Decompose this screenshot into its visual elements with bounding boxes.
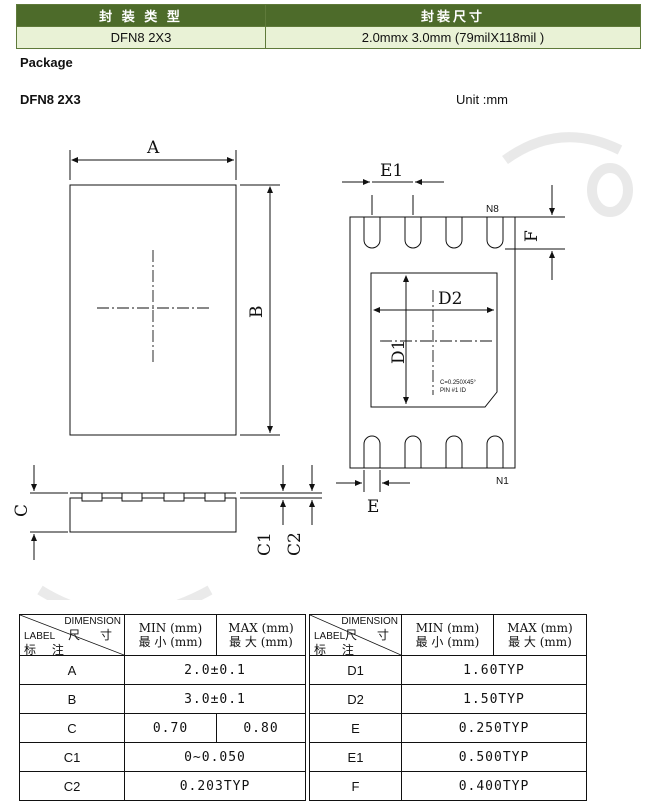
side-view (30, 465, 322, 560)
table-row: C2 0.203TYP (19, 771, 306, 801)
min-header: MIN (mm)最 小 (mm) (401, 614, 494, 656)
dim-D2-label: D2 (438, 289, 462, 309)
max-header: MAX (mm)最 大 (mm) (493, 614, 587, 656)
package-type-value: DFN8 2X3 (16, 26, 266, 49)
pad-top-3 (445, 217, 463, 249)
package-name: DFN8 2X3 (20, 92, 81, 107)
chamfer-note: C=0.250X45° (440, 380, 477, 386)
table-corner-left: DIMENSION 尺 寸 LABEL 标 注 (19, 614, 125, 657)
table-row: F 0.400TYP (309, 771, 587, 801)
package-type-header: 封 装 类 型 (16, 4, 266, 27)
pin-N8-label: N8 (486, 204, 499, 215)
bottom-view (336, 179, 565, 492)
package-info-table: 封 装 类 型 封装尺寸 DFN8 2X3 2.0mmx 3.0mm (79mi… (16, 4, 641, 49)
pad-top-4 (486, 217, 504, 249)
dim-A-label: A (146, 138, 160, 158)
dim-E1-label: E1 (380, 161, 403, 181)
dim-B-label: B (247, 306, 267, 319)
label-cn: 标 注 (24, 643, 70, 657)
watermark-logo (37, 132, 633, 600)
pad-bottom-1 (363, 435, 381, 468)
pin-N1-label: N1 (496, 476, 509, 487)
table-row: D1 1.60TYP (309, 655, 587, 685)
table-row: C 0.70 0.80 (19, 713, 306, 743)
dim-C1-label: C1 (255, 532, 275, 556)
dim-F-label: F (522, 230, 542, 242)
exposed-pad (370, 272, 498, 408)
table-row: D2 1.50TYP (309, 684, 587, 714)
pad-bottom-3 (445, 435, 463, 468)
label-en: LABEL (24, 631, 56, 642)
dim-C2-label: C2 (285, 532, 305, 556)
dimension-cn: 尺 寸 (68, 628, 120, 642)
dim-D1-label: D1 (389, 340, 409, 364)
max-header: MAX (mm)最 大 (mm) (216, 614, 306, 656)
bottom-view-body (349, 216, 516, 469)
unit-label: Unit :mm (456, 92, 508, 107)
pad-top-1 (363, 217, 381, 249)
pad-bottom-4 (486, 435, 504, 468)
min-header: MIN (mm)最 小 (mm) (124, 614, 217, 656)
top-view (69, 150, 280, 436)
side-view-body (69, 497, 237, 533)
dimension-table-left: DIMENSION 尺 寸 LABEL 标 注 MIN (mm)最 小 (mm)… (19, 614, 306, 801)
dim-C-label: C (12, 504, 32, 517)
dimension-table-right: DIMENSION 尺 寸 LABEL 标 注 MIN (mm)最 小 (mm)… (309, 614, 587, 801)
table-row: E 0.250TYP (309, 713, 587, 743)
table-row: E1 0.500TYP (309, 742, 587, 772)
table-row: C1 0~0.050 (19, 742, 306, 772)
package-size-header: 封装尺寸 (265, 4, 641, 27)
section-label: Package (20, 55, 73, 70)
top-view-body (69, 184, 237, 436)
pad-bottom-2 (404, 435, 422, 468)
pin1-id-note: PIN #1 ID (440, 388, 467, 394)
package-size-value: 2.0mmx 3.0mm (79milX118mil ) (265, 26, 641, 49)
table-corner-right: DIMENSION 尺 寸 LABEL 标 注 (309, 614, 402, 657)
package-drawing: A B C C1 C2 (12, 132, 633, 600)
table-row: A 2.0±0.1 (19, 655, 306, 685)
table-row: B 3.0±0.1 (19, 684, 306, 714)
dim-E-label: E (367, 497, 379, 517)
dimension-en: DIMENSION (64, 616, 121, 627)
pad-top-2 (404, 217, 422, 249)
